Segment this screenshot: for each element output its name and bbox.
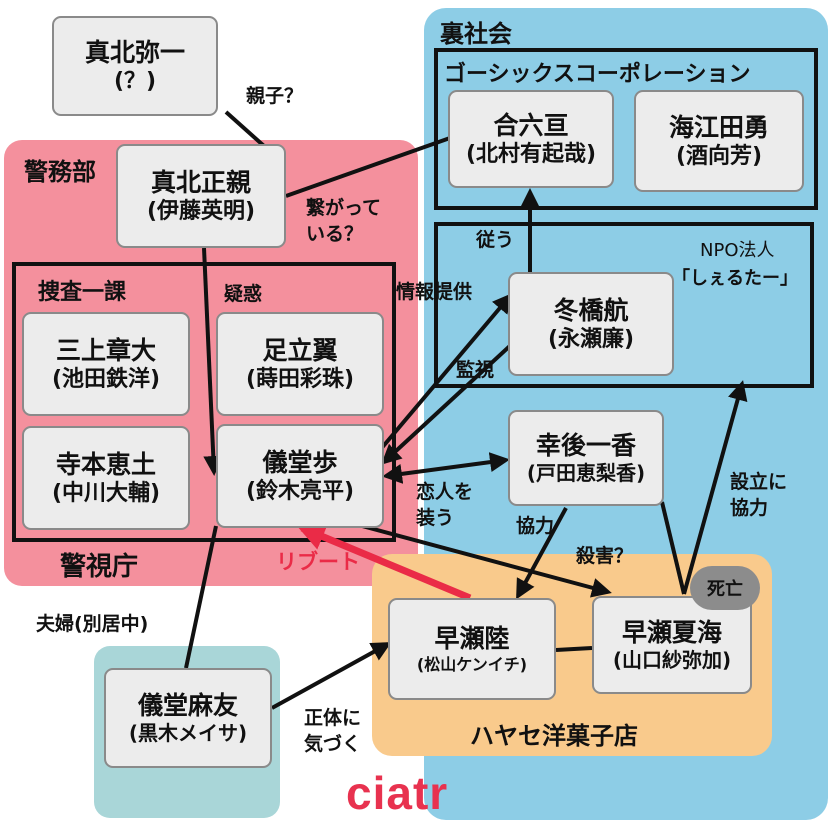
node-mayu: 儀堂麻友 (黒木メイサ) — [104, 668, 272, 768]
node-adachi: 足立翼 (蒔田彩珠) — [216, 312, 384, 416]
node-actor: (鈴木亮平) — [245, 478, 355, 504]
node-gido-ayumu: 儀堂歩 (鈴木亮平) — [216, 424, 384, 528]
relation-shoutai: 正体に 気づく — [304, 707, 362, 755]
hayase-shop-label: ハヤセ洋菓子店 — [470, 722, 638, 750]
relation-tsunagatte: 繋がって いる？ — [306, 197, 382, 245]
node-kougo: 幸後一香 (戸田恵梨香) — [508, 410, 664, 506]
node-teramoto: 寺本恵土 (中川大輔) — [22, 426, 190, 530]
node-mikami: 三上章大 (池田鉄洋) — [22, 312, 190, 416]
ura-shakai-label: 裏社会 — [440, 20, 512, 48]
relation-reboot: リブート — [276, 550, 360, 574]
node-name: 儀堂歩 — [262, 447, 338, 477]
node-goroku: 合六亘 (北村有起哉) — [448, 90, 614, 188]
relation-koibito: 恋人を 装う — [416, 481, 474, 529]
arrow-kyouryoku — [516, 507, 568, 600]
relation-kyouryoku: 協力 — [516, 515, 555, 537]
relation-jouhou: 情報提供 — [396, 281, 473, 303]
node-actor: (？) — [113, 68, 157, 94]
arrow-satsugai — [361, 524, 612, 598]
node-name: 真北弥一 — [84, 37, 185, 67]
node-name: 冬橋航 — [553, 295, 629, 325]
node-name: 早瀬夏海 — [621, 617, 722, 647]
node-name: 早瀬陸 — [434, 624, 510, 654]
arrow-setsuritsu — [682, 380, 748, 595]
node-masachika: 真北正親 (伊藤英明) — [116, 144, 286, 248]
arrow-jouhou — [378, 292, 513, 452]
arrow-koibito — [382, 452, 510, 484]
node-name: 幸後一香 — [535, 430, 636, 460]
gothics-frame — [434, 48, 818, 210]
relation-kanshi: 監視 — [456, 359, 495, 381]
node-fuyuhashi: 冬橋航 (永瀬廉) — [508, 272, 674, 376]
arrow-reboot — [296, 523, 472, 602]
npo-name-label: 「しぇるたー」 — [672, 268, 798, 289]
npo-title-label: NPO法人 — [700, 240, 775, 261]
node-name: 足立翼 — [262, 335, 338, 365]
line-oyako — [224, 110, 266, 148]
relation-satsugai: 殺害？ — [576, 545, 634, 567]
arrow-kanshi — [381, 342, 514, 465]
node-yaichi: 真北弥一 (？) — [52, 16, 218, 116]
line-tsunagatte — [285, 136, 451, 198]
node-actor: (松山ケンイチ) — [416, 654, 528, 674]
ciatr-watermark: ciatr — [346, 767, 449, 819]
node-actor: (永瀬廉) — [547, 326, 635, 352]
node-name: 合六亘 — [493, 110, 569, 140]
sousa-ikka-label: 捜査一課 — [38, 280, 127, 305]
relation-oyako: 親子？ — [246, 85, 304, 107]
node-name: 海江田勇 — [668, 112, 769, 142]
death-badge: 死亡 — [690, 566, 760, 610]
node-actor: (戸田恵梨香) — [526, 461, 646, 486]
node-actor: (酒向芳) — [675, 143, 763, 169]
keishicho-label: 警視庁 — [60, 552, 139, 582]
death-badge-text: 死亡 — [707, 579, 743, 600]
gothics-label: ゴーシックスコーポレーション — [444, 62, 751, 87]
relation-shitagau: 従う — [476, 229, 515, 251]
node-umie: 海江田勇 (酒向芳) — [634, 90, 804, 192]
node-name: 三上章大 — [55, 335, 156, 365]
node-actor: (伊藤英明) — [146, 198, 256, 224]
node-natsumi: 早瀬夏海 (山口紗弥加) — [592, 596, 752, 694]
relation-fuufu: 夫婦(別居中) — [36, 613, 149, 635]
npo-frame — [434, 222, 814, 388]
relation-giwaku: 疑惑 — [224, 283, 263, 305]
node-riku: 早瀬陸 (松山ケンイチ) — [388, 598, 556, 700]
arrow-shoutai — [271, 642, 392, 710]
node-actor: (蒔田彩珠) — [245, 366, 355, 392]
node-name: 真北正親 — [150, 167, 251, 197]
arrow-giwaku — [202, 247, 224, 476]
line-fuufu — [184, 525, 218, 669]
node-actor: (黒木メイサ) — [128, 721, 248, 746]
relation-setsuritsu: 設立に 協力 — [730, 471, 788, 519]
keimubu-label: 警務部 — [24, 158, 96, 186]
node-actor: (北村有起哉) — [465, 141, 597, 167]
node-actor: (山口紗弥加) — [612, 648, 732, 673]
node-actor: (池田鉄洋) — [51, 366, 161, 392]
node-name: 寺本恵土 — [55, 449, 156, 479]
node-actor: (中川大輔) — [51, 480, 161, 506]
line-satsugai-natsumi — [660, 501, 686, 595]
node-name: 儀堂麻友 — [137, 690, 238, 720]
line-riku-natsumi — [555, 646, 593, 652]
